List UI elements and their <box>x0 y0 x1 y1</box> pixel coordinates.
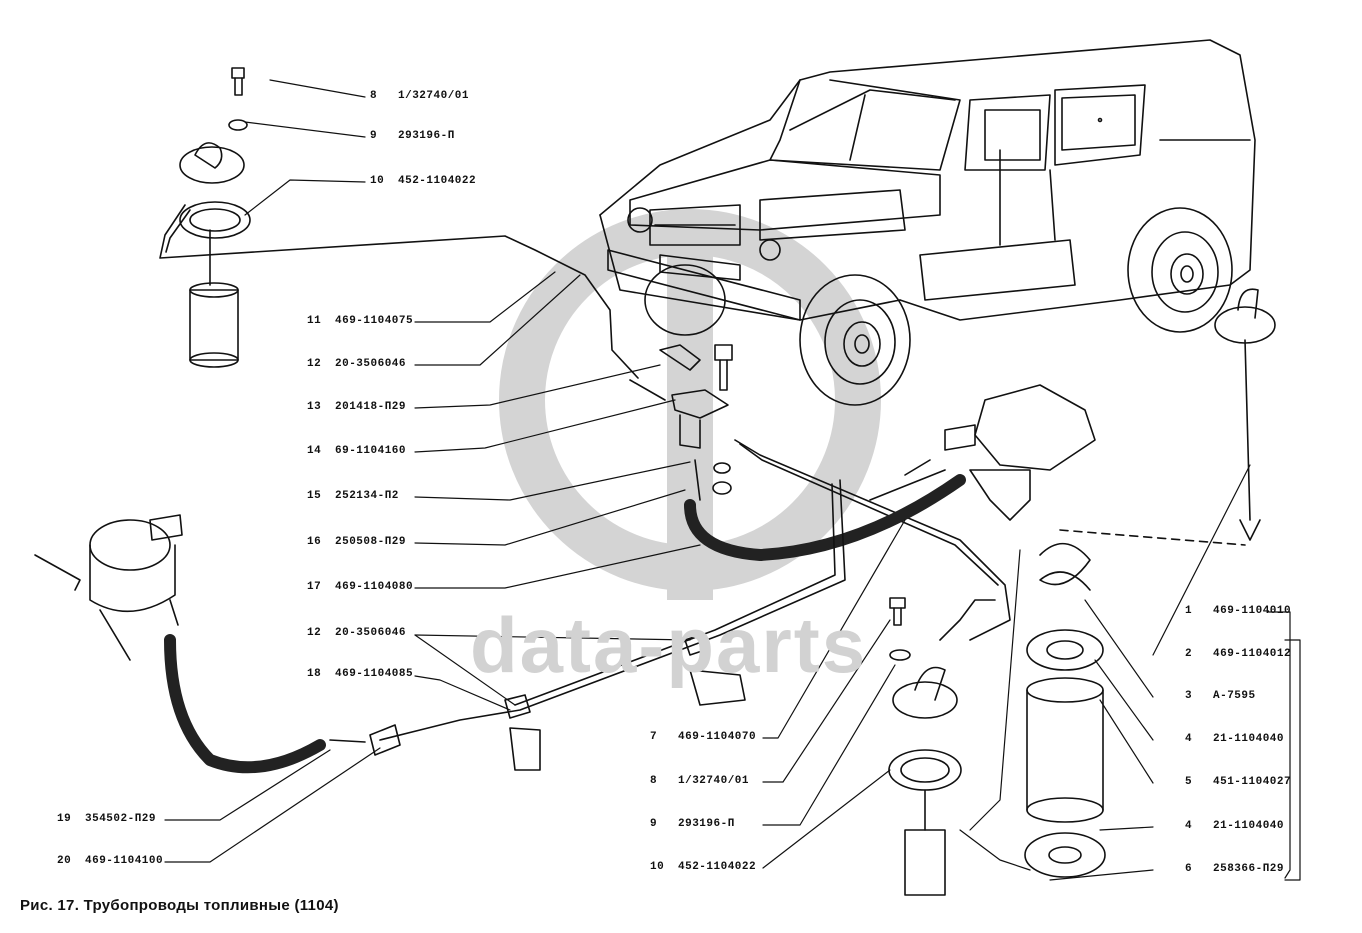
fuel-pump <box>34 514 183 661</box>
callout-number: 2 <box>1185 648 1193 660</box>
callout-9-top: 9 293196-П <box>370 130 455 142</box>
flexible-hose-17 <box>684 474 966 561</box>
part-code: 469-1104100 <box>85 855 164 867</box>
part-code: 452-1104022 <box>398 175 477 187</box>
callout-number: 9 <box>650 818 658 830</box>
callout-4-lower: 4 21-1104040 <box>1185 820 1284 832</box>
part-code: 354502-П29 <box>85 813 157 825</box>
figure-caption: Рис. 17. Трубопроводы топливные (1104) <box>20 897 339 914</box>
part-code: 250508-П29 <box>335 536 407 548</box>
callout-number: 8 <box>650 775 658 787</box>
callout-8-top: 8 1/32740/01 <box>370 90 469 102</box>
watermark-logo <box>499 209 881 600</box>
part-code: 201418-П29 <box>335 401 407 413</box>
callout-6: 6 258366-П29 <box>1185 863 1284 875</box>
part-code: 20-3506046 <box>335 627 407 639</box>
part-code: 469-1104080 <box>335 581 414 593</box>
part-code: 469-1104010 <box>1213 605 1292 617</box>
part-code: 469-1104070 <box>678 731 757 743</box>
callout-number: 13 <box>307 401 322 413</box>
callout-number: 19 <box>57 813 72 825</box>
part-code: 21-1104040 <box>1213 820 1285 832</box>
callout-number: 3 <box>1185 690 1193 702</box>
callout-number: 9 <box>370 130 378 142</box>
part-code: 1/32740/01 <box>678 775 750 787</box>
watermark-text: data-parts <box>470 601 868 689</box>
part-code: 293196-П <box>398 130 455 142</box>
callout-number: 15 <box>307 490 322 502</box>
part-code: 69-1104160 <box>335 445 407 457</box>
callout-number: 8 <box>370 90 378 102</box>
callout-15: 15 252134-П2 <box>307 490 399 502</box>
part-code: 20-3506046 <box>335 358 407 370</box>
callout-17: 17 469-1104080 <box>307 581 413 593</box>
callout-8-bottom: 8 1/32740/01 <box>650 775 749 787</box>
tank-fuel-intake-top-left <box>159 67 639 379</box>
callout-number: 6 <box>1185 863 1193 875</box>
callout-7: 7 469-1104070 <box>650 731 756 743</box>
callout-number: 16 <box>307 536 322 548</box>
callout-number: 4 <box>1185 733 1193 745</box>
callout-13: 13 201418-П29 <box>307 401 406 413</box>
callout-number: 10 <box>650 861 665 873</box>
part-code: 21-1104040 <box>1213 733 1285 745</box>
fitting-20 <box>329 724 401 756</box>
callout-1: 1 469-1104010 <box>1185 605 1291 617</box>
front-wheel <box>799 274 911 406</box>
vehicle-uaz-illustration <box>599 39 1256 321</box>
callout-9-bottom: 9 293196-П <box>650 818 735 830</box>
callout-11: 11 469-1104075 <box>307 315 413 327</box>
callout-number: 7 <box>650 731 658 743</box>
part-code: 258366-П29 <box>1213 863 1285 875</box>
callout-number: 14 <box>307 445 322 457</box>
tank-fuel-intake-bottom <box>888 597 996 896</box>
part-code: 451-1104027 <box>1213 776 1292 788</box>
callout-16: 16 250508-П29 <box>307 536 406 548</box>
fuel-tap-assembly <box>629 344 1011 641</box>
callout-number: 4 <box>1185 820 1193 832</box>
part-code: 293196-П <box>678 818 735 830</box>
part-code: 469-1104085 <box>335 668 414 680</box>
rear-wheel <box>1127 207 1233 333</box>
callout-number: 10 <box>370 175 385 187</box>
flexible-hose-19 <box>164 634 326 774</box>
fuel-pipe-18 <box>379 479 846 771</box>
callout-10-bottom: 10 452-1104022 <box>650 861 756 873</box>
part-code: 469-1104075 <box>335 315 414 327</box>
callout-4-upper: 4 21-1104040 <box>1185 733 1284 745</box>
callout-20: 20 469-1104100 <box>57 855 163 867</box>
callout-number: 5 <box>1185 776 1193 788</box>
callout-12: 12 20-3506046 <box>307 358 406 370</box>
callout-19: 19 354502-П29 <box>57 813 156 825</box>
callout-18: 18 469-1104085 <box>307 668 413 680</box>
wheel-left-partial <box>644 264 726 336</box>
filter-element-exploded <box>1024 529 1246 878</box>
callout-number: 18 <box>307 668 322 680</box>
part-code: 1/32740/01 <box>398 90 470 102</box>
part-code: А-7595 <box>1213 690 1256 702</box>
tank-fuel-intake-right <box>1214 288 1276 541</box>
callout-5: 5 451-1104027 <box>1185 776 1291 788</box>
part-code: 452-1104022 <box>678 861 757 873</box>
part-code: 252134-П2 <box>335 490 399 502</box>
part-code: 469-1104012 <box>1213 648 1292 660</box>
callout-14: 14 69-1104160 <box>307 445 406 457</box>
callout-number: 12 <box>307 627 322 639</box>
fuel-filter-housing <box>869 384 1096 521</box>
callout-number: 1 <box>1185 605 1193 617</box>
callout-2: 2 469-1104012 <box>1185 648 1291 660</box>
callout-number: 20 <box>57 855 72 867</box>
callout-number: 11 <box>307 315 322 327</box>
callout-12-lower: 12 20-3506046 <box>307 627 406 639</box>
callout-10-top: 10 452-1104022 <box>370 175 476 187</box>
leader-lines <box>164 79 1301 881</box>
callout-number: 17 <box>307 581 322 593</box>
callout-3: 3 А-7595 <box>1185 690 1256 702</box>
callout-number: 12 <box>307 358 322 370</box>
